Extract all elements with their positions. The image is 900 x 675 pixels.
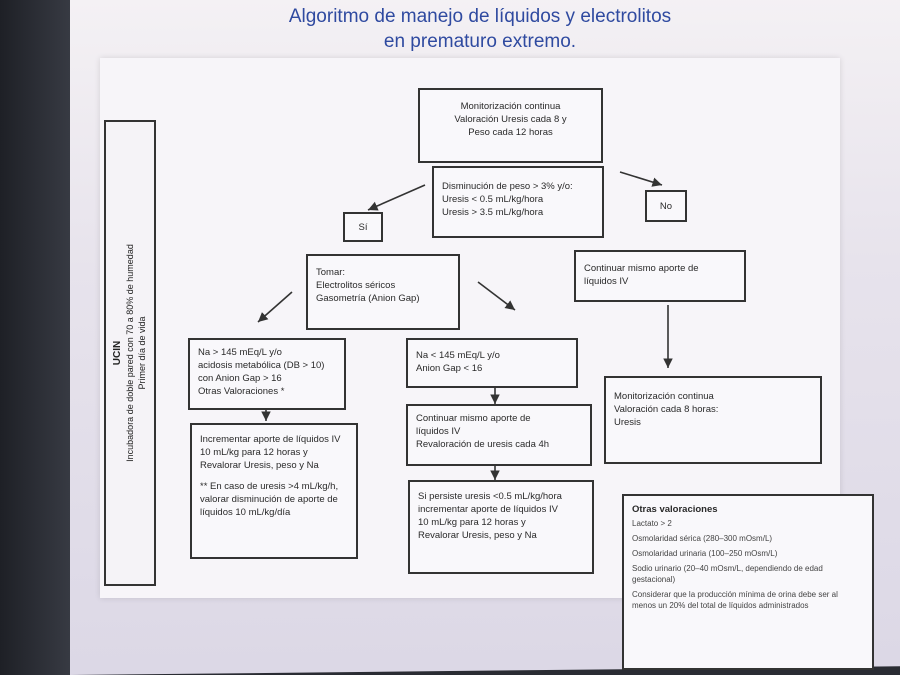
box-disminucion-peso: Disminución de peso > 3% y/o: Uresis < 0… (432, 166, 604, 238)
box-continuar-no: Continuar mismo aporte de líquidos IV (574, 250, 746, 302)
arrow-tomar-right (477, 281, 516, 311)
otras-item: Lactato > 2 (632, 519, 672, 528)
box-incrementar-aporte: Incrementar aporte de líquidos IV 10 mL/… (190, 423, 358, 559)
otras-item: Osmolaridad sérica (280–300 mOsm/L) (632, 534, 773, 543)
box-na-alto: Na > 145 mEq/L y/o acidosis metabólica (… (188, 338, 346, 410)
box-continuar-revaloracion: Continuar mismo aporte de líquidos IV Re… (406, 404, 592, 466)
box-no: No (645, 190, 687, 222)
otras-item: Osmolaridad urinaria (100–250 mOsm/L) (632, 549, 778, 558)
otras-item: Sodio urinario (20–40 mOsm/L, dependiend… (632, 564, 823, 584)
box-si-persiste: Si persiste uresis <0.5 mL/kg/hora incre… (408, 480, 594, 574)
title-line-1: Algoritmo de manejo de líquidos y electr… (288, 6, 672, 27)
arrow-tomar-left (257, 291, 293, 323)
box-monitorizacion: Monitorización continua Valoración Uresi… (418, 88, 603, 163)
arrow-to-si (367, 184, 426, 211)
slide-title: Algoritmo de manejo de líquidos y electr… (200, 4, 760, 54)
left-frame (0, 0, 78, 675)
box-tomar: Tomar: Electrolitos séricos Gasometría (… (306, 254, 460, 330)
box-na-bajo: Na < 145 mEq/L y/o Anion Gap < 16 (406, 338, 578, 388)
otras-heading: Otras valoraciones (632, 504, 718, 515)
sidebar-ucin: UCIN Incubadora de doble pared con 70 a … (104, 120, 156, 586)
title-line-2: en prematuro extremo. (383, 31, 577, 52)
box-si: Sí (343, 212, 383, 242)
box-monitorizacion-derecha: Monitorización continua Valoración cada … (604, 376, 822, 464)
otras-item: Considerar que la producción mínima de o… (632, 590, 838, 610)
arrow-to-no (619, 171, 663, 187)
box-otras-valoraciones: Otras valoraciones Lactato > 2 Osmolarid… (622, 494, 874, 670)
